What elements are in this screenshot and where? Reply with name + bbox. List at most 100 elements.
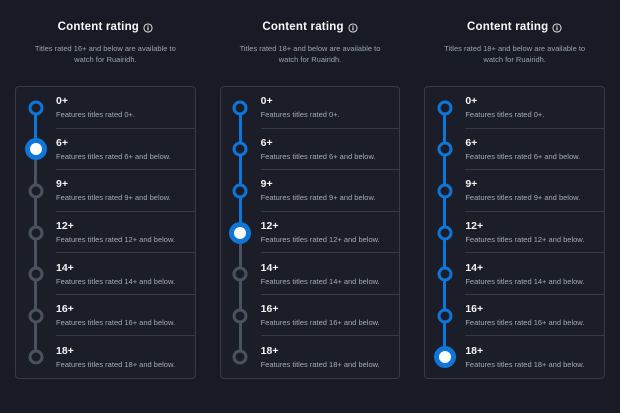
rating-radio-icon[interactable]	[232, 100, 248, 116]
stepper-track-bottom	[238, 107, 242, 129]
rating-option-body: 16+ Features titles rated 16+ and below.	[260, 295, 400, 337]
stepper-track-top	[238, 253, 242, 275]
rating-radio-icon[interactable]	[437, 141, 453, 157]
stepper-rail	[221, 294, 261, 337]
rating-option-label: 6+	[465, 136, 478, 149]
info-icon[interactable]	[143, 22, 153, 33]
stepper-rail	[425, 294, 465, 337]
rating-option[interactable]: 12+ Features titles rated 12+ and below.	[425, 211, 605, 254]
rating-option[interactable]: 16+ Features titles rated 16+ and below.	[16, 294, 195, 337]
rating-option[interactable]: 6+ Features titles rated 6+ and below.	[425, 128, 605, 171]
rating-radio-icon[interactable]	[437, 225, 453, 241]
rating-option-label: 9+	[56, 178, 68, 191]
rating-radio-icon[interactable]	[232, 141, 248, 157]
rating-option[interactable]: 9+ Features titles rated 9+ and below.	[425, 170, 605, 212]
rating-option-description: Features titles rated 16+ and below.	[465, 318, 585, 328]
rating-option-body: 9+ Features titles rated 9+ and below.	[260, 170, 400, 212]
rating-option-description: Features titles rated 9+ and below.	[465, 193, 581, 203]
panel-title-text: Content rating	[466, 21, 549, 33]
rating-option[interactable]: 9+ Features titles rated 9+ and below.	[16, 170, 195, 212]
panel-title: Content rating	[467, 20, 562, 35]
rating-option-description: Features titles rated 6+ and below.	[56, 151, 171, 161]
rating-option[interactable]: 12+ Features titles rated 12+ and below.	[221, 211, 400, 254]
stepper-track-bottom	[238, 190, 242, 212]
info-icon[interactable]	[552, 22, 562, 33]
rating-option-label: 14+	[465, 261, 484, 274]
rating-option-body: 12+ Features titles rated 12+ and below.	[56, 212, 195, 254]
stepper-track-top	[443, 170, 447, 191]
rating-radio-icon[interactable]	[28, 266, 43, 282]
rating-option-description: Features titles rated 0+.	[465, 110, 545, 120]
rating-option[interactable]: 14+ Features titles rated 14+ and below.	[16, 253, 195, 295]
rating-option[interactable]: 14+ Features titles rated 14+ and below.	[221, 253, 400, 295]
stepper-rail	[16, 87, 56, 129]
stepper-track-bottom	[34, 232, 37, 254]
rating-option[interactable]: 18+ Features titles rated 18+ and below.	[221, 336, 400, 378]
stepper-track-top	[34, 211, 37, 233]
rating-option[interactable]: 0+ Features titles rated 0+.	[425, 87, 605, 129]
rating-radio-icon[interactable]	[28, 183, 43, 199]
rating-option-body: 14+ Features titles rated 14+ and below.	[56, 253, 195, 295]
rating-radio-icon[interactable]	[229, 221, 252, 244]
stepper-track-bottom	[238, 149, 242, 171]
rating-option[interactable]: 0+ Features titles rated 0+.	[221, 87, 400, 129]
rating-radio-icon[interactable]	[232, 183, 248, 199]
rating-option-label: 0+	[260, 95, 273, 108]
rating-option[interactable]: 6+ Features titles rated 6+ and below.	[221, 128, 400, 171]
content-rating-panel: Content rating Titles rated 16+ and belo…	[15, 0, 196, 413]
rating-option[interactable]: 14+ Features titles rated 14+ and below.	[425, 253, 605, 295]
rating-option-label: 9+	[465, 178, 478, 191]
info-icon[interactable]	[348, 22, 358, 33]
panel-title-text: Content rating	[57, 21, 140, 33]
rating-radio-icon[interactable]	[437, 183, 453, 199]
rating-option-description: Features titles rated 16+ and below.	[56, 318, 176, 328]
stepper-rail	[425, 336, 465, 378]
panel-title-text: Content rating	[262, 21, 344, 33]
rating-radio-icon[interactable]	[232, 349, 248, 365]
rating-option-description: Features titles rated 12+ and below.	[465, 235, 585, 245]
rating-radio-icon[interactable]	[437, 100, 453, 116]
stepper-track-top	[238, 128, 242, 150]
rating-option[interactable]: 16+ Features titles rated 16+ and below.	[221, 294, 400, 337]
rating-radio-icon[interactable]	[28, 308, 43, 324]
rating-option[interactable]: 12+ Features titles rated 12+ and below.	[16, 211, 195, 254]
rating-option[interactable]: 6+ Features titles rated 6+ and below.	[16, 128, 195, 171]
rating-option[interactable]: 9+ Features titles rated 9+ and below.	[221, 170, 400, 212]
rating-radio-icon[interactable]	[28, 225, 43, 241]
rating-radio-icon[interactable]	[232, 266, 248, 282]
stepper-track-bottom	[443, 274, 447, 295]
rating-option[interactable]: 16+ Features titles rated 16+ and below.	[425, 294, 605, 337]
stepper-track-bottom	[34, 274, 37, 295]
stepper-rail	[425, 253, 465, 295]
rating-option-label: 6+	[56, 136, 68, 149]
stepper-rail	[16, 128, 56, 171]
rating-radio-icon[interactable]	[24, 138, 47, 161]
stepper-track-bottom	[238, 274, 242, 295]
rating-option-body: 18+ Features titles rated 18+ and below.	[56, 336, 195, 378]
stepper-rail	[16, 211, 56, 254]
rating-radio-icon[interactable]	[433, 346, 456, 369]
stepper-rail	[16, 170, 56, 212]
rating-radio-icon[interactable]	[28, 100, 43, 116]
stepper-track-top	[238, 170, 242, 191]
stepper-rail	[221, 128, 261, 171]
stepper-rail	[221, 336, 261, 378]
rating-radio-icon[interactable]	[437, 266, 453, 282]
rating-radio-icon[interactable]	[28, 349, 43, 365]
rating-option-body: 18+ Features titles rated 18+ and below.	[465, 336, 604, 378]
rating-option-body: 16+ Features titles rated 16+ and below.	[56, 295, 195, 337]
rating-option[interactable]: 0+ Features titles rated 0+.	[16, 87, 195, 129]
rating-option-body: 12+ Features titles rated 12+ and below.	[260, 212, 400, 254]
rating-option[interactable]: 18+ Features titles rated 18+ and below.	[16, 336, 195, 378]
stepper-track-bottom	[34, 315, 37, 337]
stepper-track-bottom	[443, 315, 447, 337]
rating-option[interactable]: 18+ Features titles rated 18+ and below.	[425, 336, 604, 378]
rating-list-card: 0+ Features titles rated 0+. 6+ Features…	[424, 86, 606, 379]
panel-subtitle: Titles rated 18+ and below are available…	[444, 44, 586, 64]
stepper-track-bottom	[34, 190, 37, 212]
stepper-track-top	[238, 336, 242, 358]
stepper-track-bottom	[443, 232, 447, 254]
rating-option-description: Features titles rated 6+ and below.	[260, 151, 376, 161]
rating-radio-icon[interactable]	[437, 308, 453, 324]
rating-radio-icon[interactable]	[232, 308, 248, 324]
